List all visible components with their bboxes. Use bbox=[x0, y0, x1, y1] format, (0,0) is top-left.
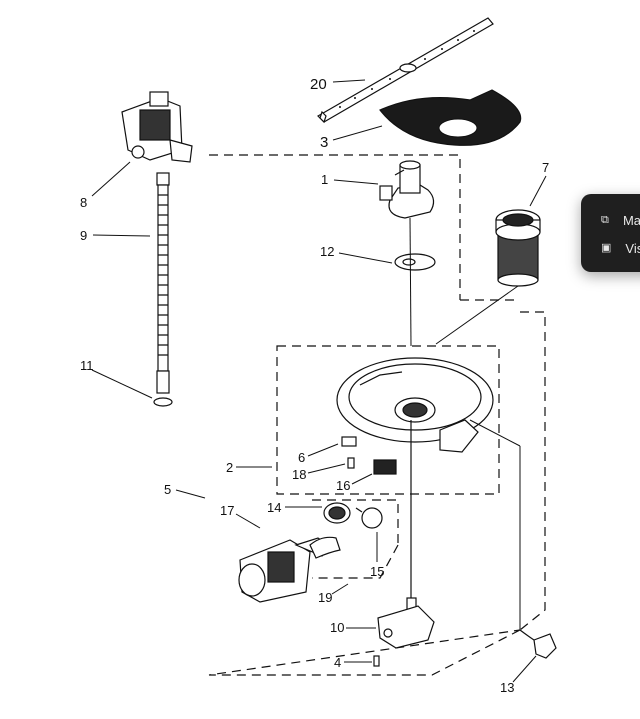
part-4-screw bbox=[373, 655, 380, 667]
puzzle-icon: ⧉ bbox=[601, 214, 609, 226]
part-15-clamp bbox=[355, 507, 383, 529]
callout-14: 14 bbox=[267, 500, 281, 515]
assembly-outline-2 bbox=[276, 345, 500, 495]
part-17-pump-motor bbox=[238, 536, 341, 603]
context-menu-item-1[interactable]: ⧉ Ma bbox=[581, 206, 640, 234]
assembly-outline-19 bbox=[312, 499, 399, 579]
connection-lines bbox=[409, 217, 521, 630]
callout-2: 2 bbox=[226, 460, 233, 475]
part-3-deflector bbox=[379, 89, 522, 146]
callout-9: 9 bbox=[80, 228, 87, 243]
sump-assembly bbox=[336, 357, 494, 453]
leader-lines bbox=[91, 79, 547, 683]
callout-3: 3 bbox=[320, 134, 328, 151]
callout-6: 6 bbox=[298, 450, 305, 465]
callout-11: 11 bbox=[80, 358, 94, 373]
part-20-spray-arm bbox=[317, 17, 494, 124]
callout-7: 7 bbox=[542, 160, 549, 175]
callout-18: 18 bbox=[292, 467, 306, 482]
assembly-outline-5 bbox=[208, 154, 546, 676]
context-menu: ⧉ Ma ▣ Vis bbox=[581, 194, 640, 272]
callout-10: 10 bbox=[330, 620, 344, 635]
part-6-clip bbox=[341, 436, 357, 447]
part-1-manifold bbox=[379, 160, 435, 219]
part-10-motor bbox=[377, 420, 435, 649]
part-7-filter bbox=[495, 209, 541, 287]
visual-search-icon: ▣ bbox=[601, 242, 612, 254]
context-menu-item-2-label: Vis bbox=[625, 240, 640, 256]
part-18-screw bbox=[347, 457, 355, 469]
callout-5: 5 bbox=[164, 482, 171, 497]
part-16-sensor bbox=[373, 459, 397, 475]
callout-8: 8 bbox=[80, 195, 87, 210]
callout-15: 15 bbox=[370, 564, 384, 579]
part-14-seal bbox=[323, 502, 351, 524]
callout-16: 16 bbox=[336, 478, 350, 493]
callout-1: 1 bbox=[321, 172, 328, 187]
part-11-clamp bbox=[153, 397, 173, 407]
callout-20: 20 bbox=[310, 76, 327, 93]
part-13-sensor bbox=[519, 629, 557, 659]
context-menu-item-1-label: Ma bbox=[622, 212, 640, 228]
callout-13: 13 bbox=[500, 680, 514, 695]
part-8-valve bbox=[121, 91, 193, 163]
callout-4: 4 bbox=[334, 655, 341, 670]
context-menu-item-2[interactable]: ▣ Vis bbox=[581, 234, 640, 262]
callout-12: 12 bbox=[320, 244, 334, 259]
callout-19: 19 bbox=[318, 590, 332, 605]
part-9-hose bbox=[156, 172, 170, 394]
callout-17: 17 bbox=[220, 503, 234, 518]
part-12-seal bbox=[394, 253, 436, 271]
